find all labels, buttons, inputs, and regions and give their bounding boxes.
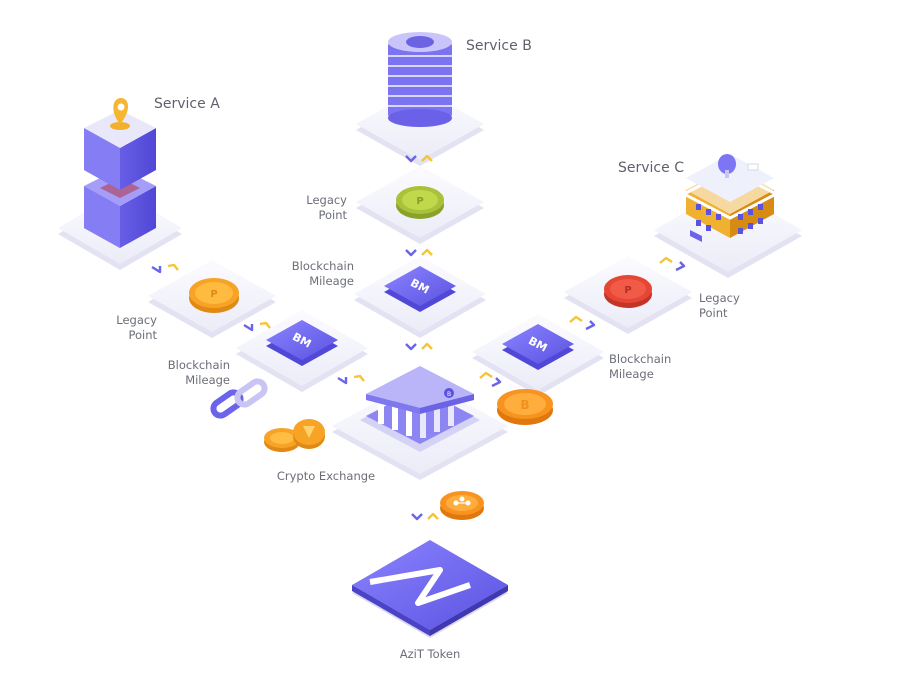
arrow-pair-icon [405,248,433,257]
azit-logo-icon [369,567,471,606]
azit-token-label: AziT Token [399,647,461,661]
chain-link-icon [210,378,268,419]
bank-building-icon: B [360,366,480,452]
stacked-coins-icon [264,419,325,452]
point-badge: P [210,289,217,300]
service-a-tile [58,98,182,270]
point-coin-orange-icon: P [189,278,239,313]
satellite-dish-icon [718,154,736,178]
azit-token-tile [352,540,508,638]
bitcoin-coin-icon: B [497,389,553,425]
arrow-pair-icon [405,342,433,351]
top-bm-tile: BM [354,256,486,338]
exchange-arrows [151,154,686,521]
crypto-exchange-label: Crypto Exchange [276,469,376,483]
top-legacy-point-tile: P [356,166,484,244]
arrow-pair-icon [659,256,686,272]
left-bm-tile: BM [236,310,368,392]
arrow-pair-icon [151,263,179,274]
arrow-pair-icon [569,315,596,331]
service-a-label: Service A [154,96,220,112]
point-coin-red-icon: P [604,275,652,308]
link-coin-icon [440,491,484,520]
left-legacy-point-tile: P [148,260,276,338]
arrow-pair-icon [337,374,365,385]
point-badge: P [416,196,423,207]
service-b-tile [356,32,484,166]
database-server-icon [388,32,452,127]
right-bm-tile: BM [472,314,604,396]
bm-badge-icon: BM [384,266,456,312]
point-coin-green-icon: P [396,186,444,219]
arrow-pair-icon [405,154,433,163]
bitcoin-badge: B [520,398,529,412]
arrow-pair-icon [243,321,271,332]
service-b-label: Service B [466,38,532,54]
crypto-exchange-tile: B [332,366,508,480]
service-c-label: Service C [618,160,684,176]
right-legacy-point-tile: P [564,256,692,334]
bm-badge-icon: BM [266,320,338,366]
location-pin-icon [110,98,130,130]
office-tower-icon [84,98,156,248]
arrow-pair-icon [411,512,439,521]
bm-badge-icon: BM [502,324,574,370]
arrow-pair-icon [479,371,502,388]
service-c-tile [654,154,802,278]
hotel-building-icon [680,154,780,242]
point-badge: P [624,285,631,296]
bank-badge: B [447,391,451,398]
